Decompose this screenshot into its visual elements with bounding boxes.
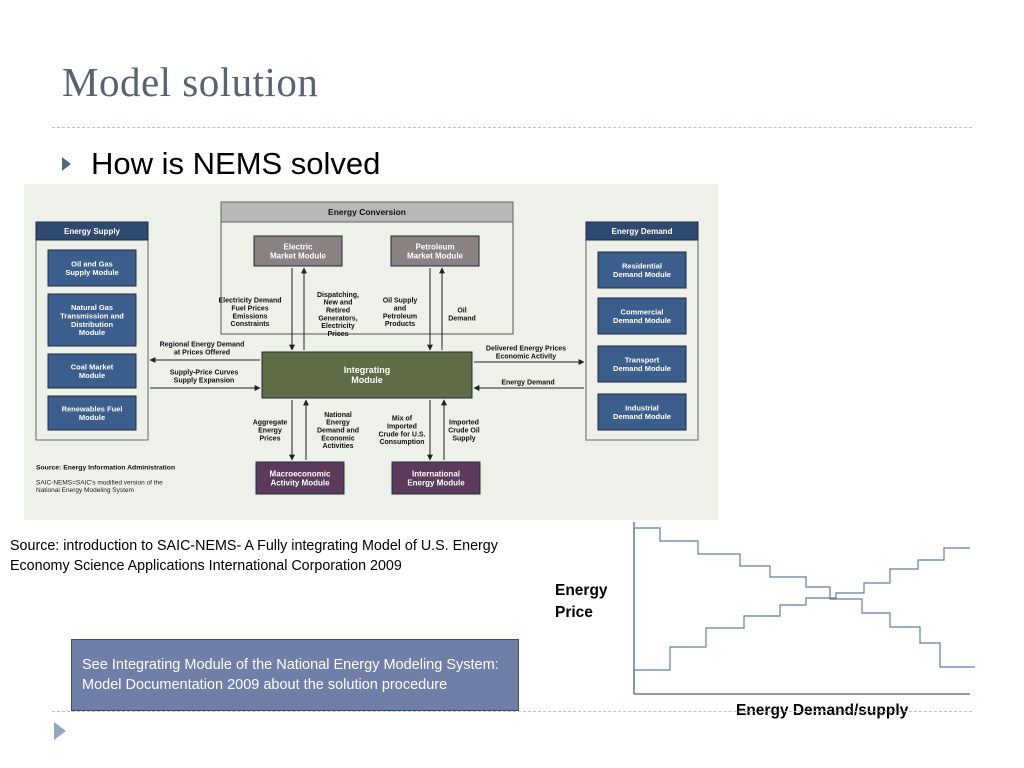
demand-module-2	[597, 345, 687, 383]
energy-demand-header	[585, 221, 699, 241]
macroeconomic-module	[255, 461, 345, 495]
bullet-item: How is NEMS solved	[62, 144, 380, 184]
energy-supply-header	[35, 221, 149, 241]
energy-demand-title: Energy Demand	[612, 227, 673, 236]
energy-conversion-header	[220, 201, 514, 223]
source-caption: Source: introduction to SAIC-NEMS- A Ful…	[10, 538, 498, 574]
energy-conversion-label: Energy Conversion	[328, 207, 406, 217]
demand-module-1	[597, 297, 687, 335]
supply-module-3	[47, 395, 137, 431]
supply-module-1	[47, 293, 137, 347]
supply-step-curve	[633, 547, 970, 694]
energy-price-line2: Price	[555, 604, 593, 621]
demand-step-curve	[634, 527, 975, 668]
next-slide-arrow-icon[interactable]	[54, 722, 66, 740]
energy-price-line1: Energy	[555, 582, 608, 599]
energy-demand-supply-label: Energy Demand/supply	[736, 702, 909, 719]
title-divider	[52, 127, 972, 128]
slide-title: Model solution	[62, 59, 319, 105]
electric-market-module	[253, 235, 343, 267]
supply-demand-step-chart	[633, 522, 975, 695]
demand-module-0	[597, 251, 687, 289]
diagram-source-note: Source: Energy Information Administratio…	[36, 464, 175, 471]
bullet-arrow-icon	[62, 157, 71, 171]
solution-procedure-note: See Integrating Module of the National E…	[71, 639, 519, 711]
international-module	[391, 461, 481, 495]
flow-energy-demand-label: Energy Demand	[501, 379, 554, 386]
demand-module-3	[597, 393, 687, 431]
energy-price-label: Energy Price	[555, 580, 608, 624]
integrating-module	[261, 351, 473, 399]
diagram-saic-note: SAIC-NEMS=SAIC's modified version of the…	[36, 480, 163, 494]
energy-supply-title: Energy Supply	[64, 227, 121, 236]
bullet-text: How is NEMS solved	[91, 146, 381, 181]
supply-module-0	[47, 249, 137, 287]
note-text: See Integrating Module of the National E…	[82, 657, 499, 693]
supply-module-2	[47, 353, 137, 389]
petroleum-market-module	[390, 235, 480, 267]
footer-divider	[52, 711, 972, 712]
